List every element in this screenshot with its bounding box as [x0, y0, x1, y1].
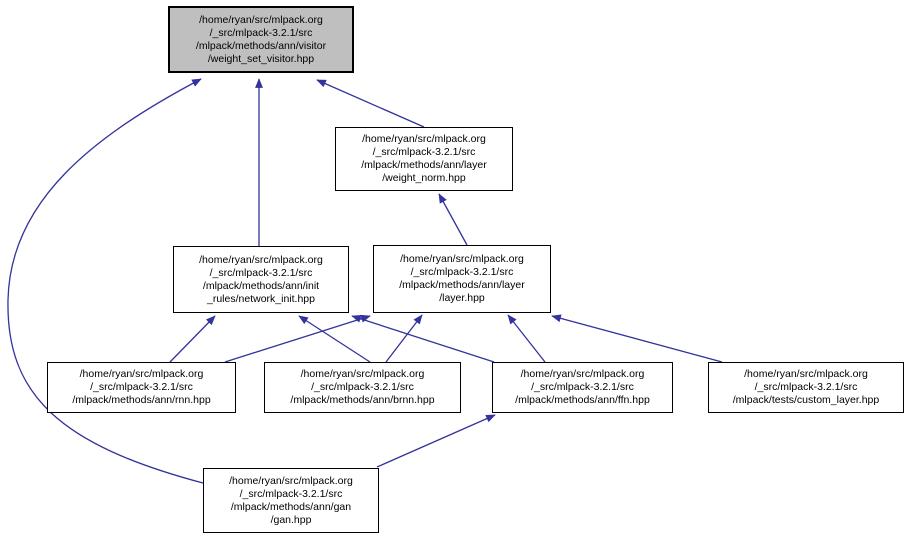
node-path-line: /_src/mlpack-3.2.1/src: [90, 381, 193, 393]
node-path-line: /home/ryan/src/mlpack.org: [520, 368, 645, 380]
node-path-line: /mlpack/methods/ann/ffn.hpp: [515, 394, 650, 406]
node-network-init[interactable]: /home/ryan/src/mlpack.org /_src/mlpack-3…: [173, 246, 349, 313]
node-path-line: _rules/network_init.hpp: [207, 292, 315, 305]
node-path-line: /mlpack/methods/ann/rnn.hpp: [72, 394, 211, 406]
edge-weight-norm-to-weight-set-visitor: [316, 79, 425, 128]
node-path-line: /mlpack/methods/ann/layer: [399, 279, 525, 291]
node-path-line: /home/ryan/src/mlpack.org: [199, 253, 323, 266]
node-custom-layer[interactable]: /home/ryan/src/mlpack.org /_src/mlpack-3…: [708, 362, 904, 413]
edge-layer-to-weight-norm: [438, 193, 468, 246]
node-path-line: /mlpack/methods/ann/visitor: [195, 39, 327, 52]
edge-brnn-to-layer: [385, 314, 423, 363]
edge-gan-to-weight-set-visitor: [7, 78, 204, 484]
node-path-line: /mlpack/methods/ann/brnn.hpp: [290, 394, 435, 406]
node-path-line: /mlpack/methods/ann/init: [202, 279, 320, 292]
node-path-line: /home/ryan/src/mlpack.org: [362, 133, 486, 145]
node-path-line: /_src/mlpack-3.2.1/src: [531, 381, 634, 393]
edge-group: [7, 78, 723, 484]
node-path-line: /_src/mlpack-3.2.1/src: [239, 487, 343, 500]
edge-ffn-to-network-init: [351, 314, 495, 363]
node-path-line: /_src/mlpack-3.2.1/src: [209, 26, 313, 39]
node-path-line: /_src/mlpack-3.2.1/src: [209, 266, 313, 279]
node-path-line: /_src/mlpack-3.2.1/src: [410, 266, 514, 278]
edge-gan-to-ffn: [376, 414, 496, 468]
node-path-line: /weight_set_visitor.hpp: [207, 52, 315, 65]
node-gan[interactable]: /home/ryan/src/mlpack.org /_src/mlpack-3…: [203, 468, 379, 533]
edge-ffn-to-layer: [507, 314, 546, 363]
node-path-line: /mlpack/methods/ann/layer: [361, 159, 487, 171]
node-path-line: /weight_norm.hpp: [382, 172, 466, 184]
node-rnn[interactable]: /home/ryan/src/mlpack.org /_src/mlpack-3…: [47, 362, 236, 413]
node-layer[interactable]: /home/ryan/src/mlpack.org /_src/mlpack-3…: [373, 245, 551, 313]
node-path-line: /home/ryan/src/mlpack.org: [300, 368, 425, 380]
node-path-line: /home/ryan/src/mlpack.org: [744, 368, 868, 380]
edge-rnn-to-network-init: [169, 315, 216, 363]
node-path-line: /mlpack/methods/ann/gan: [230, 500, 352, 513]
node-path-line: /_src/mlpack-3.2.1/src: [372, 146, 476, 158]
node-path-line: /home/ryan/src/mlpack.org: [199, 13, 323, 26]
node-path-line: /home/ryan/src/mlpack.org: [400, 253, 524, 265]
node-brnn[interactable]: /home/ryan/src/mlpack.org /_src/mlpack-3…: [264, 362, 461, 413]
node-path-line: /home/ryan/src/mlpack.org: [229, 474, 353, 487]
node-ffn[interactable]: /home/ryan/src/mlpack.org /_src/mlpack-3…: [492, 362, 673, 413]
edge-rnn-to-layer: [224, 314, 371, 363]
node-weight-set-visitor[interactable]: /home/ryan/src/mlpack.org /_src/mlpack-3…: [168, 6, 354, 73]
node-path-line: /_src/mlpack-3.2.1/src: [311, 381, 414, 393]
node-weight-norm[interactable]: /home/ryan/src/mlpack.org /_src/mlpack-3…: [335, 127, 513, 191]
node-path-line: /layer.hpp: [439, 292, 485, 304]
edge-brnn-to-network-init: [298, 315, 371, 363]
edge-custom-layer-to-layer: [551, 314, 723, 363]
node-path-line: /gan.hpp: [270, 513, 312, 526]
node-path-line: /mlpack/tests/custom_layer.hpp: [732, 394, 880, 406]
node-path-line: /_src/mlpack-3.2.1/src: [754, 381, 858, 393]
node-path-line: /home/ryan/src/mlpack.org: [79, 368, 204, 380]
